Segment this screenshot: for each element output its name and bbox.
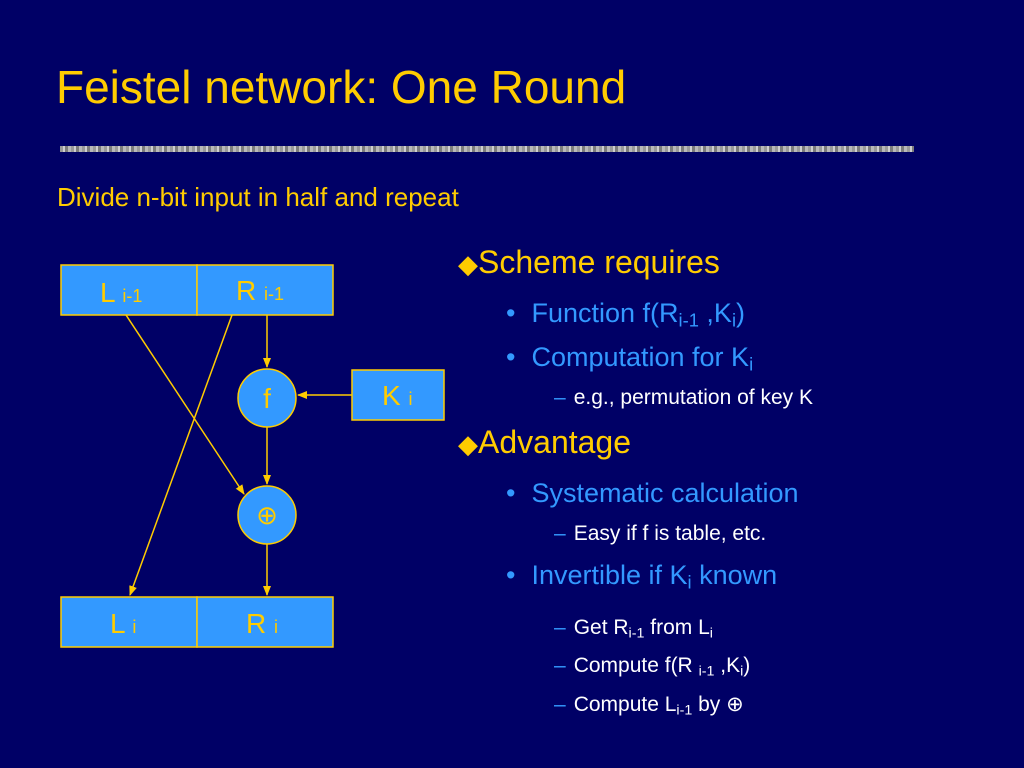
dash-bullet-icon: – [554, 522, 566, 545]
dash-bullet-icon: – [554, 616, 566, 639]
bullet-systematic: •Systematic calculation [506, 478, 799, 508]
label-r-next: R i [246, 608, 278, 639]
dot-bullet-icon: • [506, 298, 516, 328]
bullet-easy: –Easy if f is table, etc. [554, 522, 767, 545]
bullet-advantage: ◆Advantage [458, 424, 632, 460]
label-r-prev: R i-1 [236, 275, 284, 306]
dot-bullet-icon: • [506, 478, 516, 508]
slide-title: Feistel network: One Round [56, 61, 627, 113]
label-key: K i [382, 380, 412, 411]
bullet-compute-f: –Compute f(R i-1 ,Ki) [554, 654, 751, 680]
bullet-scheme: ◆Scheme requires [458, 244, 720, 280]
diamond-bullet-icon: ◆ [458, 429, 478, 459]
bullet-computation: •Computation for Ki [506, 342, 754, 375]
label-l-next: L i [110, 608, 136, 639]
box-l-prev [60, 264, 198, 316]
box-r-prev [196, 264, 334, 316]
xor-label: ⊕ [256, 500, 278, 530]
bullet-invertible: •Invertible if Ki known [506, 560, 778, 593]
dash-bullet-icon: – [554, 693, 566, 716]
dash-bullet-icon: – [554, 386, 566, 409]
f-label: f [263, 383, 271, 414]
dot-bullet-icon: • [506, 342, 516, 372]
bullet-get: –Get Ri-1 from Li [554, 616, 713, 642]
dot-bullet-icon: • [506, 560, 516, 590]
title-divider [60, 146, 914, 152]
bullet-eg: –e.g., permutation of key K [554, 386, 813, 409]
box-l-next [60, 596, 198, 648]
label-l-prev: L i-1 [100, 277, 142, 308]
arrow-l-to-xor [125, 314, 245, 495]
slide-subtitle: Divide n-bit input in half and repeat [57, 182, 459, 212]
box-r-next [196, 596, 334, 648]
diamond-bullet-icon: ◆ [458, 249, 478, 279]
bullet-compute-l: –Compute Li-1 by ⊕ [554, 693, 744, 719]
bullet-function: •Function f(Ri-1 ,Ki) [506, 298, 746, 331]
arrow-r-to-l [129, 314, 233, 596]
dash-bullet-icon: – [554, 654, 566, 677]
